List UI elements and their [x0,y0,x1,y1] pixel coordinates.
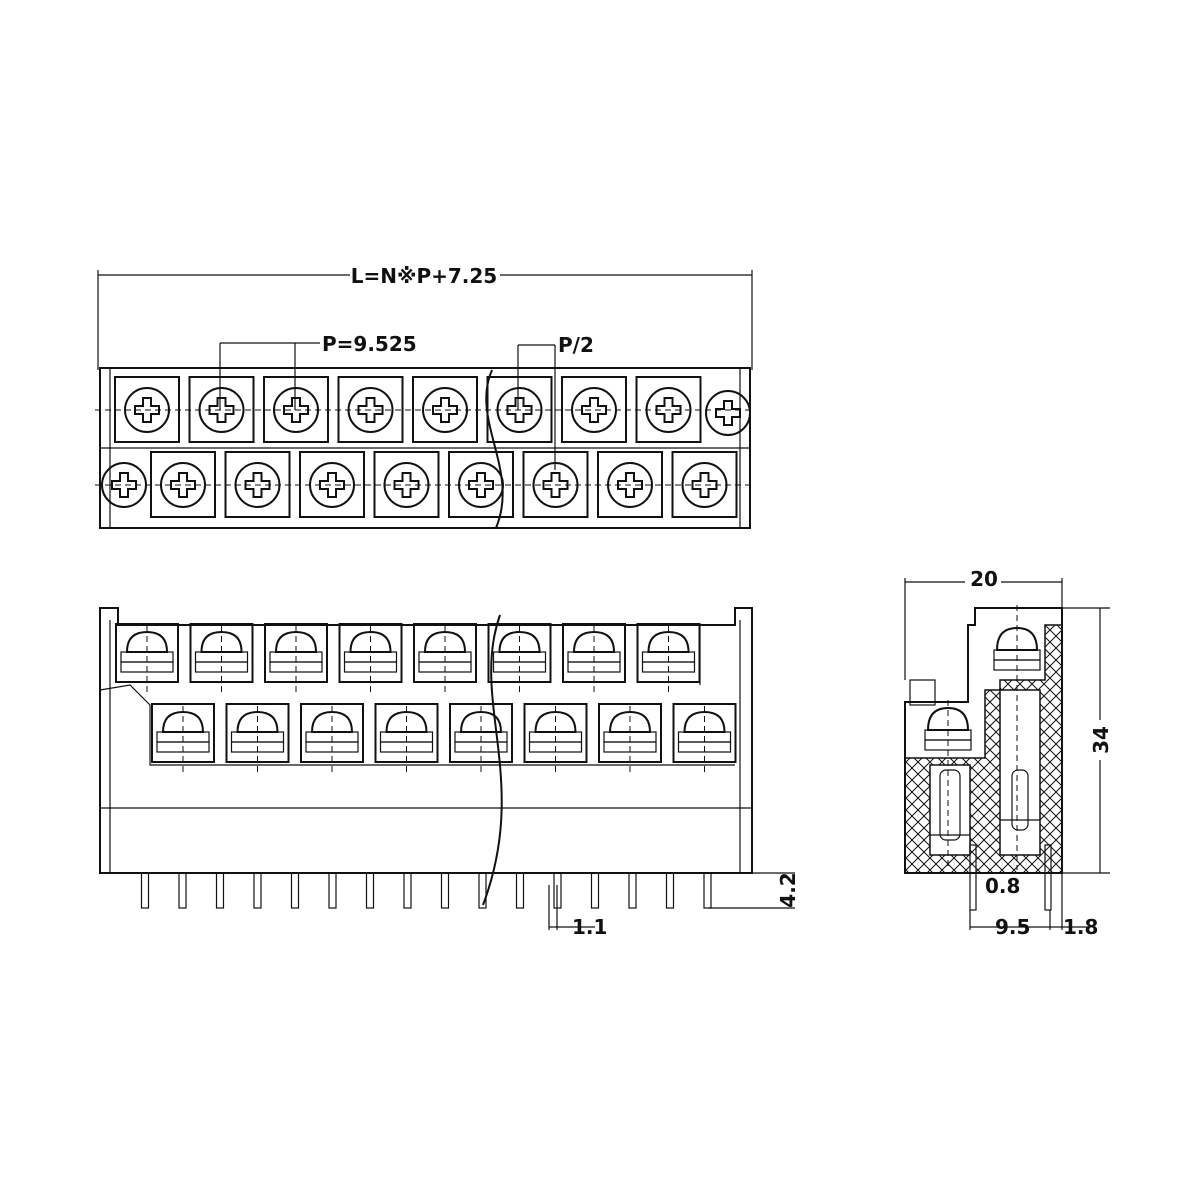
mount-screw-left [101,462,147,508]
terminal-lower-4 [373,451,440,518]
pin-11 [515,872,525,909]
side-screw-upper [993,605,1041,870]
pin-thickness-label: 0.8 [985,874,1020,898]
pin-4 [253,872,262,909]
terminal-upper-2 [188,376,255,443]
terminal-lower-5 [448,451,514,518]
front-screw-lower-5 [449,703,513,774]
terminal-upper-5 [412,376,478,443]
terminal-upper-8 [635,376,702,443]
front-screw-upper-3 [264,623,328,694]
depth-label: 20 [970,567,998,591]
terminal-upper-3 [263,376,329,443]
pin-9 [440,872,450,909]
front-screw-upper-6 [487,623,552,694]
pin-15 [665,872,675,909]
front-screw-upper-2 [189,623,254,694]
pin-10 [478,872,487,909]
pin-2 [178,872,187,909]
pin-3 [215,872,225,909]
front-screw-upper-4 [338,623,403,694]
terminal-lower-2 [224,451,291,518]
front-screw-lower-8 [672,703,737,774]
terminal-lower-8 [671,451,738,518]
terminal-lower-1 [150,451,216,518]
row-spacing-label: 9.5 [995,915,1030,939]
front-screw-lower-6 [523,703,588,774]
pin-1 [140,872,150,909]
terminal-lower-7 [597,451,663,518]
front-screw-lower-2 [225,703,290,774]
front-screw-upper-7 [562,623,626,694]
front-screw-upper-5 [413,623,477,694]
pin-length-label: 4.2 [776,872,800,907]
front-upper-row [115,623,701,694]
front-screw-lower-4 [374,703,439,774]
terminal-upper-1 [114,376,180,443]
top-lower-row [150,451,738,518]
side-view: 20 34 [904,566,1113,939]
front-screw-upper-1 [115,623,179,694]
top-upper-row [114,376,702,443]
pin-5 [290,872,300,909]
break-line [485,369,504,529]
edge-offset-label: 1.8 [1063,915,1098,939]
side-screw-lower [924,700,972,870]
top-view: L=N※P+7.25 P=9.525 P/2 [95,262,755,529]
front-screw-lower-7 [598,703,662,774]
pin-width-label: 1.1 [572,915,607,939]
half-pitch-label: P/2 [558,333,594,357]
mount-screw-right [705,390,751,436]
terminal-upper-7 [561,376,627,443]
front-screw-lower-1 [151,703,215,774]
front-screw-upper-8 [636,623,701,694]
front-view: 4.2 1.1 [99,607,800,939]
pin-8 [403,872,412,909]
front-break-line [482,614,503,906]
front-pins [140,872,712,909]
pin-7 [365,872,375,909]
pin-13 [590,872,600,909]
front-screw-lower-3 [300,703,364,774]
terminal-upper-4 [337,376,404,443]
pitch-label: P=9.525 [322,332,417,356]
terminal-lower-3 [299,451,365,518]
pin-14 [628,872,637,909]
front-lower-row [151,703,737,774]
height-label: 34 [1089,726,1113,754]
pin-16 [703,872,712,909]
pin-6 [328,872,337,909]
terminal-lower-6 [522,451,589,518]
length-dimension-label: L=N※P+7.25 [351,264,497,288]
